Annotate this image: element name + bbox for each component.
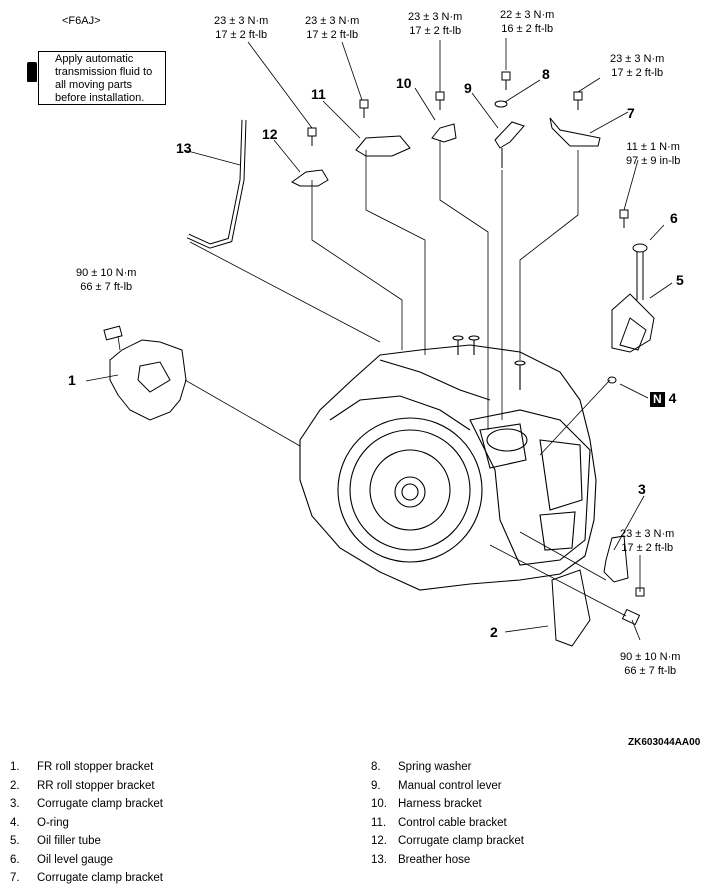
legend-item: 7.Corrugate clamp bracket [10,872,163,884]
legend-item: 3.Corrugate clamp bracket [10,798,163,810]
legend-item: 12.Corrugate clamp bracket [371,835,524,847]
callout-7: 7 [627,105,635,121]
legend-item: 9.Manual control lever [371,779,502,792]
oil-filler-tube [611,243,655,353]
callout-5: 5 [676,272,684,288]
callout-6: 6 [670,210,678,226]
bolt-icon [435,91,445,110]
bolt-icon [359,99,369,118]
callout-12: 12 [262,126,278,142]
callout-11: 11 [311,86,326,102]
legend-item: 13.Breather hose [371,853,471,866]
legend-item: 6.Oil level gauge [10,853,114,866]
parts-legend-right: 8.Spring washer 9.Manual control lever 1… [371,758,524,869]
transmission-housing [299,335,597,591]
callout-13: 13 [176,140,192,156]
legend-item: 10.Harness bracket [371,798,482,810]
legend-item: 2.RR roll stopper bracket [10,779,155,792]
figure-code: ZK603044AA00 [628,737,701,748]
n-mark-badge: N [650,392,665,407]
fluid-bottle-icon [27,62,37,82]
bolt-icon [307,127,317,146]
legend-item: 5.Oil filler tube [10,835,101,847]
breather-hose [186,119,247,249]
bolt-icon [621,608,641,626]
variant-label: <F6AJ> [62,15,101,27]
legend-item: 8.Spring washer [371,761,472,773]
callout-8: 8 [542,66,550,82]
parts-legend-left: 1.FR roll stopper bracket 2.RR roll stop… [10,758,163,888]
bolt-icon [501,71,511,90]
callout-1: 1 [68,372,76,388]
callout-2: 2 [490,624,498,640]
callout-10: 10 [396,75,412,91]
atf-note: Apply automatic transmission fluid to al… [38,51,166,105]
callout-9: 9 [464,80,472,96]
legend-item: 11.Control cable bracket [371,816,507,829]
fr-roll-stopper-bracket [109,339,187,421]
bolt-icon [635,587,645,597]
bolt-icon [103,325,123,341]
atf-note-text: Apply automatic transmission fluid to al… [55,53,153,104]
legend-item: 1.FR roll stopper bracket [10,761,154,773]
bolt-icon [619,209,629,228]
transmission-illustration [85,38,673,647]
callout-3: 3 [638,481,646,497]
bolt-icons [103,71,645,626]
leader-lines [85,38,673,641]
legend-item: 4.O-ring [10,816,69,829]
exploded-view-diagram: <F6AJ> Apply automatic transmission flui… [27,9,701,748]
callout-4: 4 [668,390,677,406]
bracket-parts [291,100,629,647]
bolt-icon [573,91,583,110]
